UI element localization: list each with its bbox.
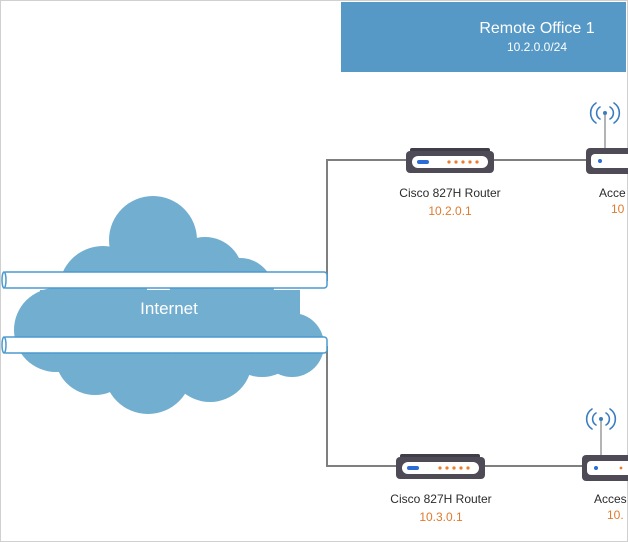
link-internet-router-bottom [326, 346, 396, 467]
router-bottom-name: Cisco 827H Router [390, 492, 491, 506]
internet-pipe-top [1, 271, 328, 289]
router-bottom-ip: 10.3.0.1 [419, 510, 463, 524]
access-point-top-name: Acce [599, 186, 626, 200]
router-top [406, 148, 494, 173]
access-point-top [586, 102, 628, 174]
internet-pipe-bottom [1, 336, 328, 354]
access-point-bottom [582, 408, 628, 481]
connections [326, 159, 586, 467]
banner-background [341, 2, 626, 72]
wifi-icon [589, 102, 621, 124]
link-internet-router-top [326, 159, 406, 281]
router-top-name: Cisco 827H Router [399, 186, 500, 200]
access-point-bottom-ip: 10. [607, 508, 624, 522]
wifi-icon [585, 408, 617, 430]
office-subnet: 10.2.0.0/24 [507, 40, 567, 54]
router-top-ip: 10.2.0.1 [428, 204, 472, 218]
router-bottom [396, 454, 485, 479]
cloud-label: Internet [140, 299, 198, 318]
access-point-top-ip: 10 [611, 202, 625, 216]
remote-office-banner: Remote Office 1 10.2.0.0/24 [341, 2, 626, 72]
access-point-bottom-name: Acces [594, 492, 627, 506]
office-title: Remote Office 1 [479, 20, 594, 37]
